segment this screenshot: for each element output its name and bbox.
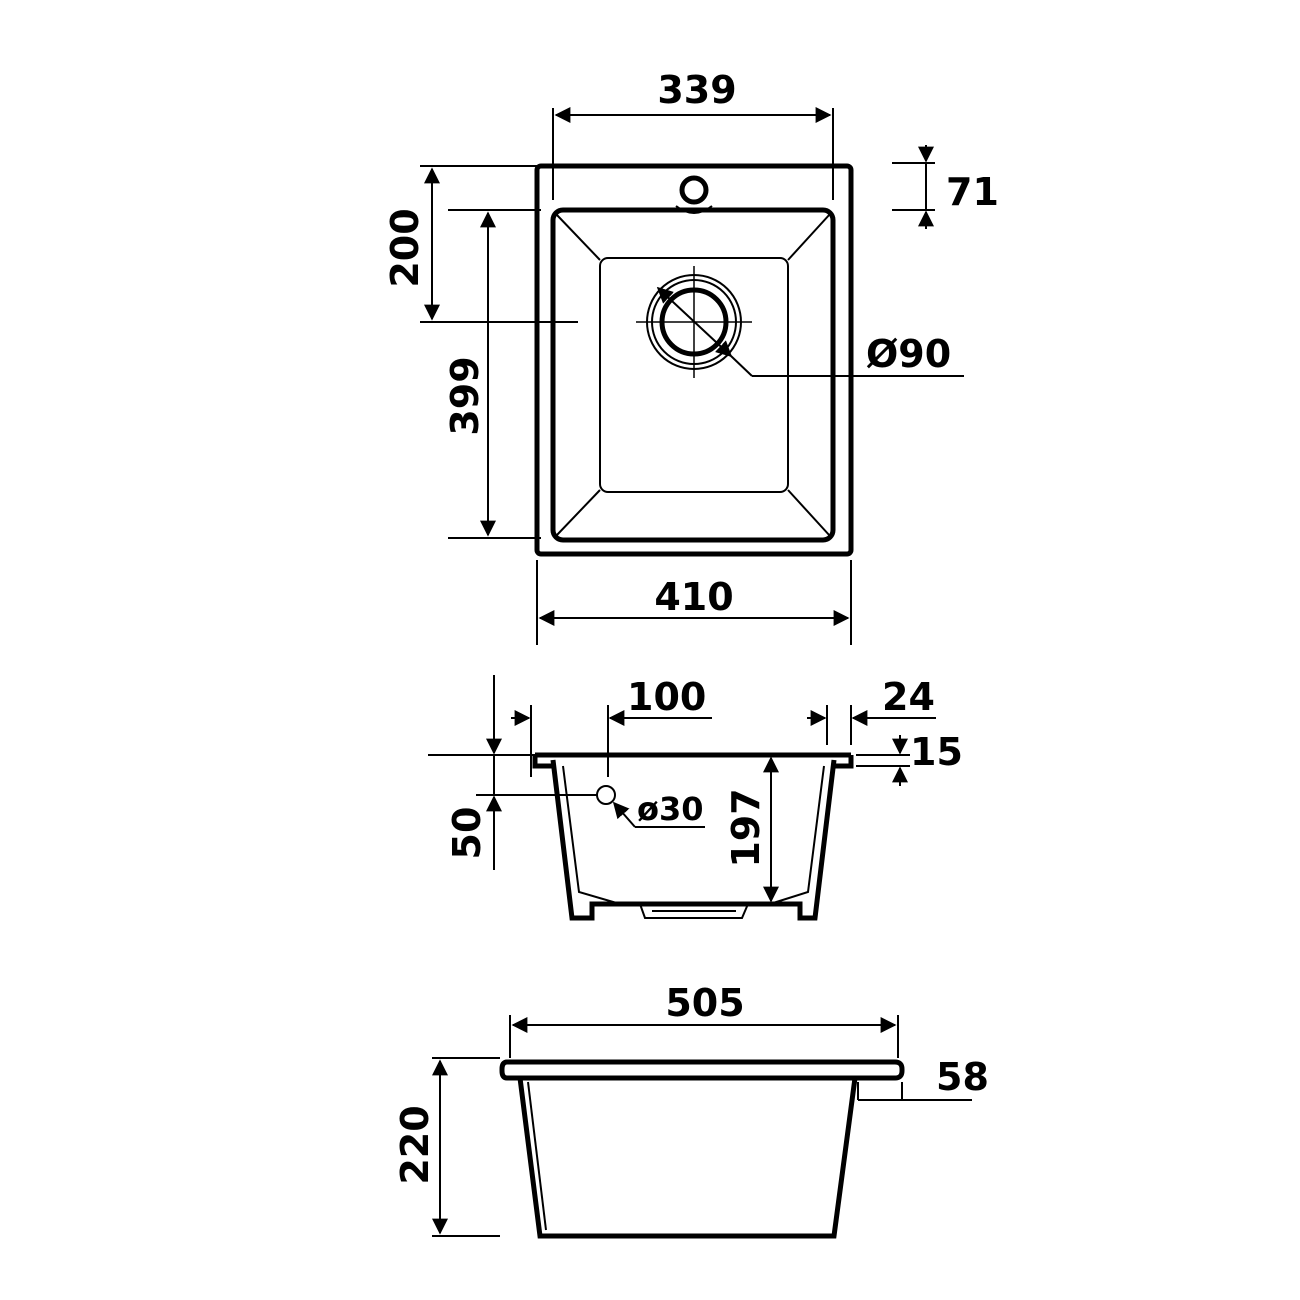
tap-hole	[679, 175, 709, 205]
dim-drain-offset: 200	[383, 208, 427, 287]
side-view: 100 24 15 50 ø30 197	[428, 675, 963, 921]
top-view: 339 71 200 399 Ø90 410	[383, 68, 999, 645]
dim-overflow-diameter: ø30	[637, 790, 704, 828]
rim-front	[499, 1059, 905, 1081]
bowl-section	[550, 759, 837, 921]
dim-overall-width: 410	[654, 575, 733, 619]
dim-overall-height: 220	[393, 1105, 437, 1184]
dim-bowl-length: 399	[443, 356, 487, 435]
front-view: 505 58 220	[393, 981, 989, 1239]
dim-top-width: 339	[657, 68, 736, 112]
dim-bowl-depth: 197	[724, 788, 768, 867]
sink-outline-top	[534, 163, 854, 557]
overflow-hole	[596, 785, 616, 805]
dim-rim-overhang: 58	[936, 1055, 989, 1099]
dim-overall-length: 505	[665, 981, 744, 1025]
dim-rim-thickness: 15	[910, 730, 963, 774]
dim-tap-offset: 71	[946, 170, 999, 214]
dim-rim-width: 24	[882, 675, 935, 719]
dim-drain-diameter: Ø90	[866, 332, 951, 376]
dim-overflow-height: 50	[445, 807, 489, 860]
body-front	[517, 1077, 858, 1239]
dim-overflow-offset: 100	[627, 675, 706, 719]
